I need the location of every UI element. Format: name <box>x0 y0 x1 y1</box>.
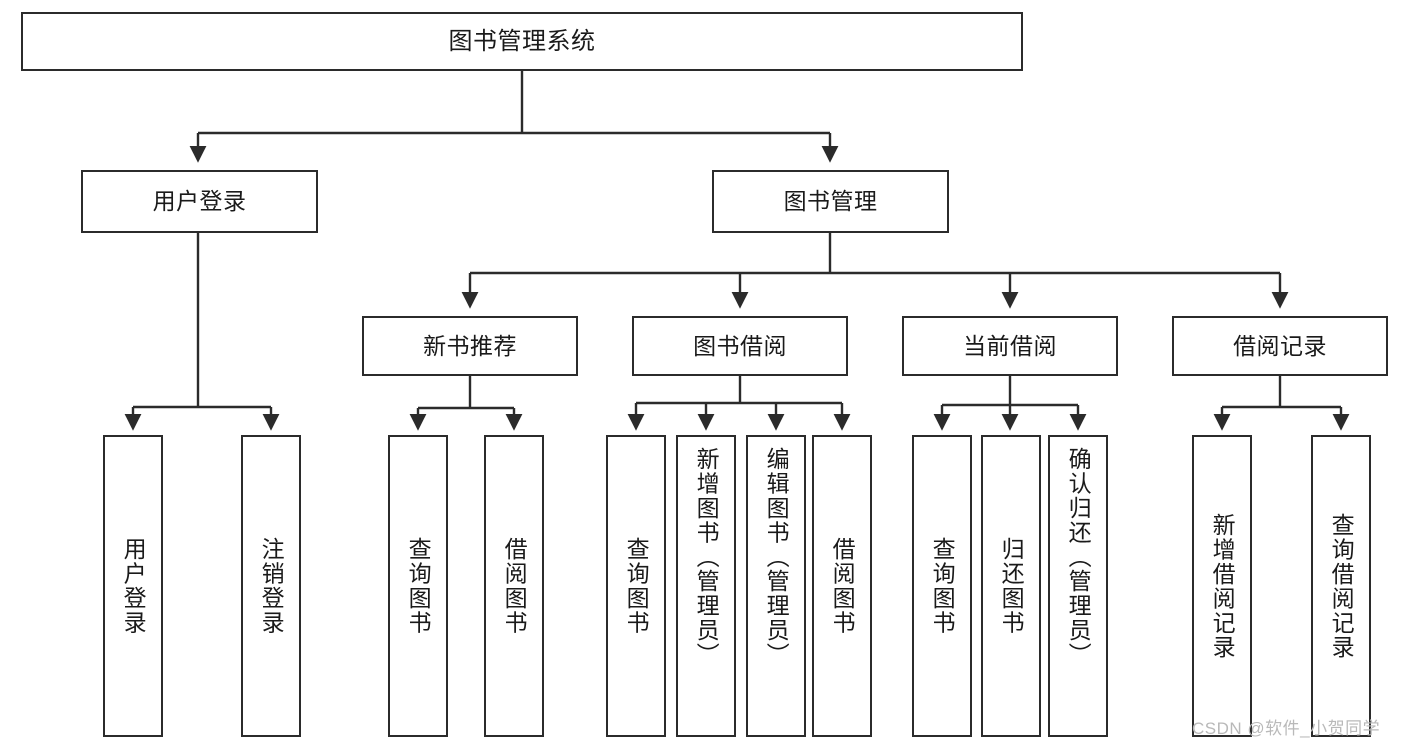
node-label: 注销登录 <box>258 537 285 635</box>
node-new-book-recommend[interactable]: 新书推荐 <box>362 316 578 376</box>
node-label: 查询图书 <box>405 537 432 635</box>
csdn-watermark: CSDN @软件_小贺同学 <box>1192 719 1381 738</box>
leaf-recommend-borrow-book[interactable]: 借阅图书 <box>484 435 544 737</box>
node-label: 用户登录 <box>152 188 247 215</box>
node-label: 新书推荐 <box>423 332 517 359</box>
leaf-user-login-logout[interactable]: 注销登录 <box>241 435 301 737</box>
node-label: 查询图书 <box>623 537 650 635</box>
leaf-borrow-query-book[interactable]: 查询图书 <box>606 435 666 737</box>
leaf-borrow-edit-book-admin[interactable]: 编辑图书（管理员） <box>746 435 806 737</box>
leaf-current-return-book[interactable]: 归还图书 <box>981 435 1041 737</box>
node-label: 借阅图书 <box>501 537 528 635</box>
node-label: 归还图书 <box>998 537 1025 635</box>
node-borrow-records[interactable]: 借阅记录 <box>1172 316 1388 376</box>
node-current-borrow[interactable]: 当前借阅 <box>902 316 1118 376</box>
node-label: 查询借阅记录 <box>1328 512 1355 660</box>
node-label: 查询图书 <box>929 537 956 635</box>
leaf-recommend-query-book[interactable]: 查询图书 <box>388 435 448 737</box>
node-user-login[interactable]: 用户登录 <box>81 170 318 233</box>
leaf-borrow-borrow-book[interactable]: 借阅图书 <box>812 435 872 737</box>
node-label: 当前借阅 <box>963 332 1057 359</box>
node-label: 图书借阅 <box>693 332 787 359</box>
leaf-current-query-book[interactable]: 查询图书 <box>912 435 972 737</box>
node-root-book-management-system[interactable]: 图书管理系统 <box>21 12 1023 71</box>
node-book-management[interactable]: 图书管理 <box>712 170 949 233</box>
node-label: 借阅图书 <box>829 537 856 635</box>
leaf-records-query-record[interactable]: 查询借阅记录 <box>1311 435 1371 737</box>
node-label: 编辑图书（管理员） <box>763 447 790 667</box>
leaf-records-add-record[interactable]: 新增借阅记录 <box>1192 435 1252 737</box>
leaf-borrow-add-book-admin[interactable]: 新增图书（管理员） <box>676 435 736 737</box>
node-label: 新增图书（管理员） <box>693 447 720 667</box>
node-label: 用户登录 <box>120 537 147 635</box>
leaf-current-confirm-return-admin[interactable]: 确认归还（管理员） <box>1048 435 1108 737</box>
node-book-borrow[interactable]: 图书借阅 <box>632 316 848 376</box>
node-label: 确认归还（管理员） <box>1065 447 1092 667</box>
leaf-user-login-login[interactable]: 用户登录 <box>103 435 163 737</box>
node-label: 图书管理系统 <box>448 27 596 55</box>
node-label: 新增借阅记录 <box>1209 512 1236 660</box>
node-label: 借阅记录 <box>1233 332 1327 359</box>
node-label: 图书管理 <box>783 188 878 215</box>
